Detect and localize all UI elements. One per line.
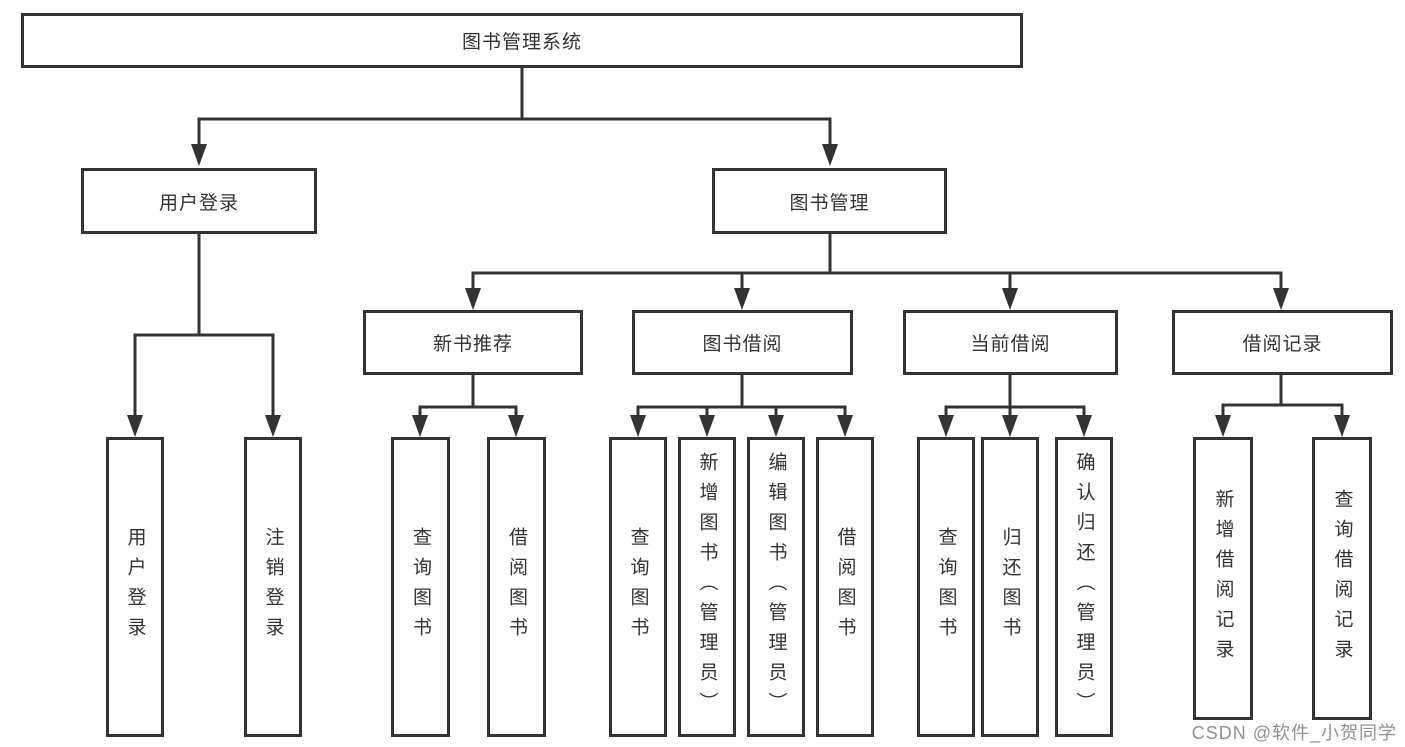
node-book-borrowing-label: 图书借阅	[702, 334, 783, 355]
node-book-borrowing: 图书借阅	[632, 310, 853, 375]
arrowhead-down-icon	[265, 415, 281, 437]
leaf-borrowing-edit-books: 编辑图书（管理员）	[747, 437, 805, 737]
leaf-logout: 注销登录	[244, 437, 302, 737]
leaf-current-confirm-return-label: 确认归还（管理员）	[1073, 452, 1095, 722]
arrowhead-down-icon	[699, 415, 715, 437]
leaf-user-login: 用户登录	[106, 437, 164, 737]
arrowhead-down-icon	[1215, 415, 1231, 437]
node-root-label: 图书管理系统	[461, 32, 582, 53]
arrowhead-down-icon	[191, 144, 207, 166]
leaf-current-query-books: 查询图书	[917, 437, 975, 737]
leaf-records-add-record: 新增借阅记录	[1193, 437, 1253, 720]
node-root: 图书管理系统	[21, 13, 1023, 68]
arrowhead-down-icon	[837, 415, 853, 437]
arrowhead-down-icon	[822, 144, 838, 166]
arrowhead-down-icon	[938, 415, 954, 437]
arrowhead-down-icon	[1334, 415, 1350, 437]
arrowhead-down-icon	[465, 288, 481, 310]
node-user-login: 用户登录	[81, 168, 317, 234]
node-user-login-label: 用户登录	[158, 192, 239, 214]
leaf-borrowing-query-books: 查询图书	[609, 437, 667, 737]
node-book-management: 图书管理	[712, 168, 947, 234]
leaf-borrowing-borrow-books: 借阅图书	[816, 437, 874, 737]
leaf-borrowing-borrow-books-label: 借阅图书	[834, 527, 856, 647]
arrowhead-down-icon	[1076, 415, 1092, 437]
leaf-records-query-record: 查询借阅记录	[1312, 437, 1372, 720]
leaf-current-return-books-label: 归还图书	[999, 527, 1021, 647]
arrowhead-down-icon	[1273, 288, 1289, 310]
leaf-recommend-query-books: 查询图书	[391, 437, 450, 737]
leaf-current-confirm-return: 确认归还（管理员）	[1055, 437, 1113, 737]
node-new-book-recommend: 新书推荐	[363, 310, 583, 375]
arrowhead-down-icon	[768, 415, 784, 437]
leaf-logout-label: 注销登录	[262, 527, 284, 647]
leaf-records-add-record-label: 新增借阅记录	[1212, 488, 1234, 669]
leaf-recommend-query-books-label: 查询图书	[410, 527, 431, 647]
leaf-current-return-books: 归还图书	[981, 437, 1039, 737]
arrowhead-down-icon	[127, 415, 143, 437]
csdn-watermark: CSDN @软件_小贺同学	[1191, 723, 1397, 743]
leaf-borrowing-query-books-label: 查询图书	[627, 527, 649, 647]
node-current-borrowing: 当前借阅	[903, 310, 1118, 375]
leaf-borrowing-edit-books-label: 编辑图书（管理员）	[765, 452, 787, 722]
arrowhead-down-icon	[734, 288, 750, 310]
arrowhead-down-icon	[412, 415, 428, 437]
node-borrowing-records: 借阅记录	[1172, 310, 1393, 375]
node-new-book-recommend-label: 新书推荐	[432, 334, 513, 355]
node-book-management-label: 图书管理	[789, 192, 870, 214]
arrowhead-down-icon	[630, 415, 646, 437]
leaf-user-login-label: 用户登录	[124, 527, 146, 647]
node-current-borrowing-label: 当前借阅	[970, 334, 1051, 355]
leaf-recommend-borrow-books: 借阅图书	[487, 437, 546, 737]
leaf-current-query-books-label: 查询图书	[935, 527, 957, 647]
leaf-borrowing-add-books: 新增图书（管理员）	[678, 437, 736, 737]
leaf-recommend-borrow-books-label: 借阅图书	[506, 527, 527, 647]
arrowhead-down-icon	[1002, 415, 1018, 437]
arrowhead-down-icon	[508, 415, 524, 437]
arrowhead-down-icon	[1002, 288, 1018, 310]
node-borrowing-records-label: 借阅记录	[1242, 334, 1323, 355]
leaf-borrowing-add-books-label: 新增图书（管理员）	[696, 452, 718, 722]
leaf-records-query-record-label: 查询借阅记录	[1331, 488, 1353, 669]
